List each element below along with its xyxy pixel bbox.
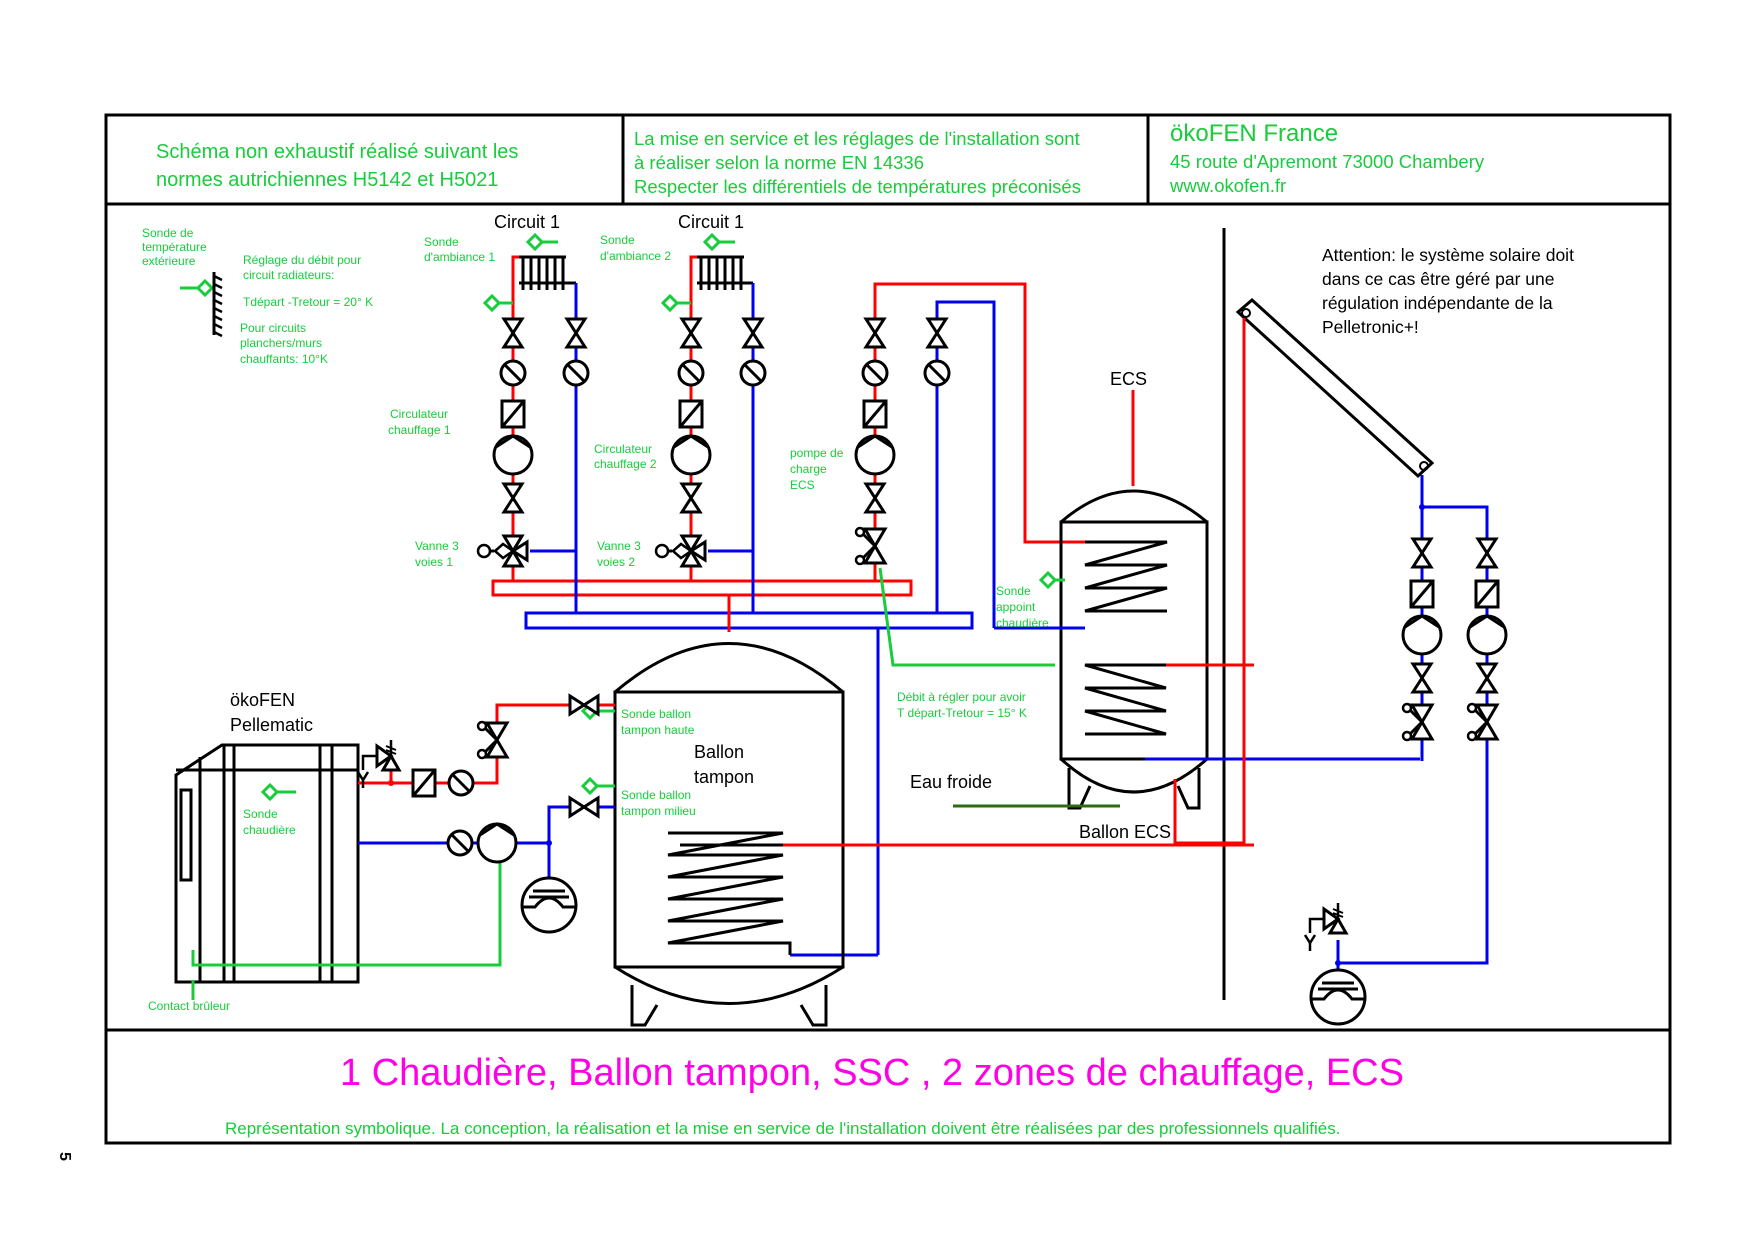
dhw-charge-circuit: pompe de charge ECS Débit à régler pour …	[790, 282, 1085, 720]
svg-text:Sonde: Sonde	[600, 233, 635, 247]
svg-text:chauffage 1: chauffage 1	[388, 423, 451, 437]
svg-text:Sonde ballon: Sonde ballon	[621, 788, 691, 802]
return-manifold	[524, 611, 974, 630]
dhw-tank-label: Ballon ECS	[1079, 822, 1171, 842]
sensor-icon	[196, 279, 214, 297]
svg-text:tampon milieu: tampon milieu	[621, 804, 696, 818]
valve-icon	[565, 317, 587, 349]
svg-text:voies 2: voies 2	[597, 555, 635, 569]
pump-icon	[492, 434, 534, 476]
heating-circuit-2: Circuit 1 Sonde d'ambiance 2 Circulate	[594, 212, 767, 613]
svg-text:Ballon: Ballon	[694, 742, 744, 762]
svg-text:Pellematic: Pellematic	[230, 715, 313, 735]
svg-text:T départ-Tretour = 15° K: T départ-Tretour = 15° K	[897, 706, 1027, 720]
safety-valve-icon	[1303, 901, 1348, 953]
svg-text:appoint: appoint	[996, 600, 1036, 614]
svg-text:Respecter les différentiels de: Respecter les différentiels de températu…	[634, 176, 1081, 197]
svg-text:Sonde: Sonde	[243, 807, 278, 821]
svg-text:Schéma non exhaustif réalisé s: Schéma non exhaustif réalisé suivant les	[156, 141, 518, 163]
boiler-piping	[356, 694, 615, 934]
page-number: 5	[56, 1152, 73, 1161]
three-way-valve-icon	[493, 534, 529, 568]
svg-text:chauffants: 10°K: chauffants: 10°K	[240, 352, 328, 366]
svg-text:à réaliser selon la norme EN 1: à réaliser selon la norme EN 14336	[634, 152, 924, 173]
buffer-tank: Ballon tampon Sonde ballon tampon haute …	[581, 642, 1254, 1027]
header-note-left: Schéma non exhaustif réalisé suivant les…	[156, 141, 518, 191]
balancing-valve-icon	[854, 526, 887, 566]
svg-text:ECS: ECS	[790, 478, 815, 492]
outdoor-sensor: Sonde de température extérieure	[142, 226, 223, 338]
svg-text:La mise en service et les régl: La mise en service et les réglages de l'…	[634, 128, 1080, 149]
svg-text:Sonde: Sonde	[996, 584, 1031, 598]
heating-circuit-1: Circuit 1 Sonde d'ambiance 1 Circ	[388, 212, 590, 613]
svg-text:chaudière: chaudière	[243, 823, 296, 837]
svg-text:Pour circuits: Pour circuits	[240, 321, 306, 335]
thermometer-icon	[562, 359, 590, 387]
svg-text:chaudière: chaudière	[996, 616, 1049, 630]
svg-text:d'ambiance 1: d'ambiance 1	[424, 250, 495, 264]
svg-text:dans ce cas être géré par une: dans ce cas être géré par une	[1322, 269, 1555, 289]
solar-circuit: Attention: le système solaire doit dans …	[1173, 245, 1574, 1026]
svg-text:Pelletronic+!: Pelletronic+!	[1322, 317, 1419, 337]
svg-text:Vanne 3: Vanne 3	[415, 539, 459, 553]
diagram-title: 1 Chaudière, Ballon tampon, SSC , 2 zone…	[340, 1052, 1404, 1094]
svg-text:chauffage 2: chauffage 2	[594, 457, 657, 471]
svg-text:Attention: le système solaire: Attention: le système solaire doit	[1322, 245, 1574, 265]
svg-text:circuit radiateurs:: circuit radiateurs:	[243, 268, 334, 282]
svg-text:planchers/murs: planchers/murs	[240, 336, 322, 350]
footer-disclaimer: Représentation symbolique. La conception…	[225, 1119, 1340, 1138]
svg-text:Débit à régler pour avoir: Débit à régler pour avoir	[897, 690, 1026, 704]
svg-text:tampon: tampon	[694, 767, 754, 787]
valve-icon	[502, 482, 524, 514]
svg-text:Circulateur: Circulateur	[594, 442, 652, 456]
circuit-2-title: Circuit 1	[678, 212, 744, 232]
svg-text:normes autrichiennes H5142 et: normes autrichiennes H5142 et H5021	[156, 169, 498, 191]
dhw-tank: ECS Sonde appoint chaudière Eau froide B…	[910, 369, 1420, 842]
svg-text:température: température	[142, 240, 207, 254]
check-valve-icon	[500, 399, 526, 429]
company-name: ökoFEN France	[1170, 120, 1338, 147]
svg-text:régulation indépendante de la: régulation indépendante de la	[1322, 293, 1553, 313]
supply-manifold	[491, 579, 913, 597]
burner-contact-label: Contact brûleur	[148, 999, 230, 1013]
drawing-frame	[104, 113, 1672, 1145]
ecs-label: ECS	[1110, 369, 1147, 389]
company-website: www.okofen.fr	[1169, 175, 1286, 196]
cold-water-label: Eau froide	[910, 772, 992, 792]
expansion-vessel-icon	[1309, 968, 1367, 1026]
solar-collector-icon	[1235, 298, 1435, 479]
svg-text:ökoFEN: ökoFEN	[230, 690, 295, 710]
radiator-icon	[519, 255, 576, 290]
svg-text:Sonde ballon: Sonde ballon	[621, 707, 691, 721]
svg-text:d'ambiance 2: d'ambiance 2	[600, 249, 671, 263]
room-sensor-icon	[526, 233, 544, 251]
valve-icon	[502, 317, 524, 349]
svg-text:Circulateur: Circulateur	[390, 407, 448, 421]
company-info: ökoFEN France 45 route d'Apremont 73000 …	[1169, 120, 1485, 196]
svg-text:Réglage du débit pour: Réglage du débit pour	[243, 253, 361, 267]
circuit-1-title: Circuit 1	[494, 212, 560, 232]
boiler: ökoFEN Pellematic Sonde chaudière Contac…	[148, 690, 502, 1013]
svg-text:Sonde de: Sonde de	[142, 226, 194, 240]
svg-text:Sonde: Sonde	[424, 235, 459, 249]
header-note-center: La mise en service et les réglages de l'…	[634, 128, 1081, 197]
svg-text:Vanne 3: Vanne 3	[597, 539, 641, 553]
thermometer-icon	[499, 359, 527, 387]
svg-text:extérieure: extérieure	[142, 254, 196, 268]
svg-text:tampon haute: tampon haute	[621, 723, 695, 737]
svg-text:pompe de: pompe de	[790, 446, 844, 460]
company-address: 45 route d'Apremont 73000 Chambery	[1170, 151, 1485, 172]
flow-setting-note: Réglage du débit pour circuit radiateurs…	[240, 253, 373, 366]
svg-text:charge: charge	[790, 462, 827, 476]
svg-text:Tdépart -Tretour = 20° K: Tdépart -Tretour = 20° K	[243, 295, 373, 309]
radiator-icon	[697, 255, 753, 290]
svg-text:voies 1: voies 1	[415, 555, 453, 569]
